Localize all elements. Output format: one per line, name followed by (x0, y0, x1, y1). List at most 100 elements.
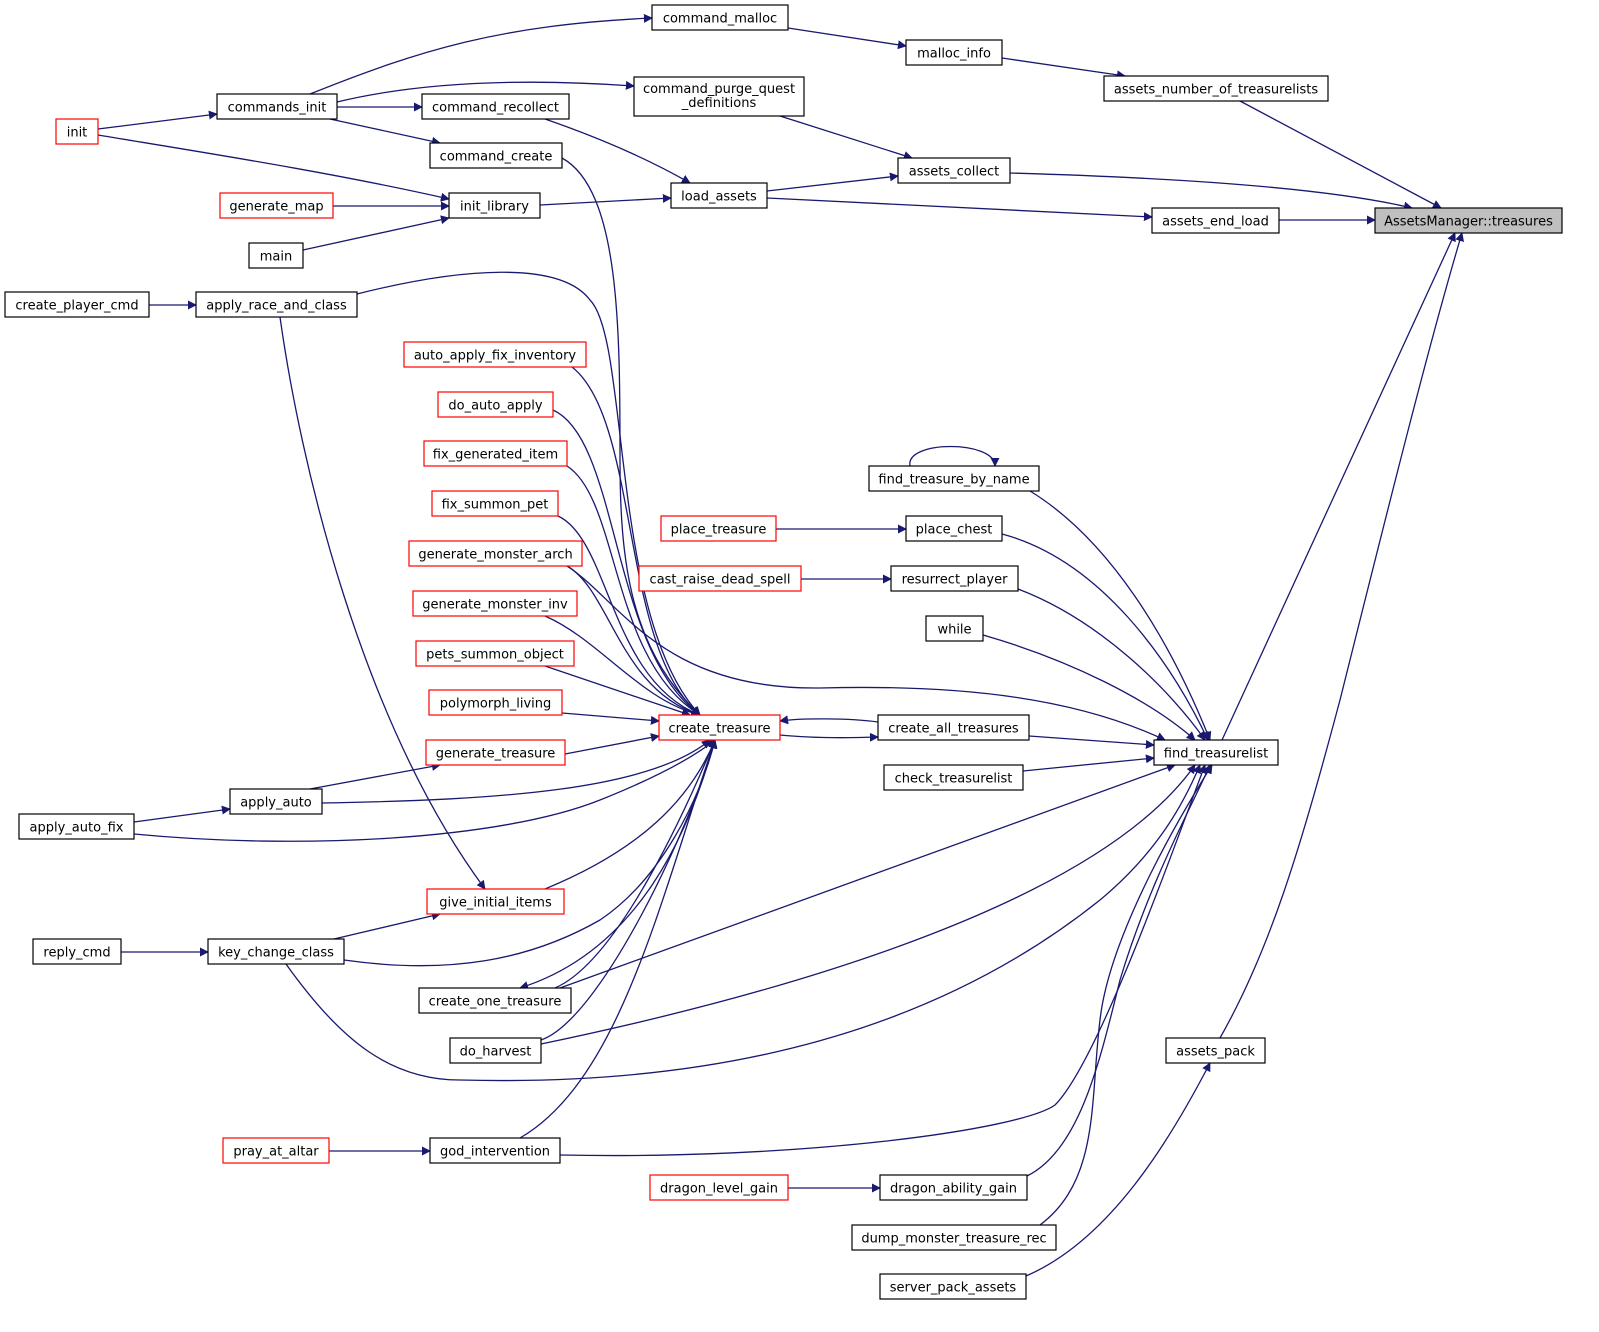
node-label: create_player_cmd (15, 299, 138, 314)
node-while[interactable]: while (925, 615, 984, 642)
node-polymorph-living[interactable]: polymorph_living (428, 689, 563, 716)
node-place-treasure[interactable]: place_treasure (660, 515, 777, 542)
edge-apply_race_and_class-give_initial_items (279, 316, 486, 890)
node-label: assets_number_of_treasurelists (1114, 83, 1318, 98)
edges (97, 13, 1464, 1277)
node-assets-manager-treasures[interactable]: AssetsManager::treasures (1374, 207, 1563, 234)
edge-init-commands_init (97, 110, 218, 130)
node-box (1151, 207, 1280, 234)
node-dragon-level-gain[interactable]: dragon_level_gain (649, 1174, 789, 1201)
node-create-all-treasures[interactable]: create_all_treasures (877, 714, 1030, 741)
node-do-auto-apply[interactable]: do_auto_apply (437, 391, 554, 418)
node-box (195, 291, 358, 318)
node-box (1103, 75, 1329, 102)
node-assets-end-load[interactable]: assets_end_load (1151, 207, 1280, 234)
node-command-malloc[interactable]: command_malloc (651, 4, 789, 31)
node-label: apply_auto (240, 796, 312, 811)
node-main[interactable]: main (248, 242, 304, 269)
node-box (638, 565, 802, 592)
edge-place_chest-find_treasurelist (1001, 533, 1209, 741)
edge-create_all_treasures-find_treasurelist (1028, 735, 1155, 749)
node-command-purge-quest-definitions[interactable]: command_purge_quest_definitions (633, 76, 805, 117)
edge-apply_auto_fix-create_treasure (133, 739, 716, 842)
node-place-chest[interactable]: place_chest (905, 515, 1003, 542)
node-generate-monster-inv[interactable]: generate_monster_inv (412, 590, 578, 617)
node-reply-cmd[interactable]: reply_cmd (32, 938, 122, 965)
node-create-one-treasure[interactable]: create_one_treasure (418, 987, 572, 1014)
node-dump-monster-treasure-rec[interactable]: dump_monster_treasure_rec (851, 1224, 1057, 1251)
node-label: generate_treasure (436, 747, 556, 762)
node-apply-auto[interactable]: apply_auto (229, 788, 323, 815)
node-malloc-info[interactable]: malloc_info (905, 39, 1003, 66)
edge-check_treasurelist-find_treasurelist (1022, 754, 1155, 772)
node-pray-at-altar[interactable]: pray_at_altar (222, 1137, 330, 1164)
node-find-treasurelist[interactable]: find_treasurelist (1153, 739, 1279, 766)
node-box (890, 565, 1019, 592)
node-key-change-class[interactable]: key_change_class (207, 938, 345, 965)
node-generate-treasure[interactable]: generate_treasure (425, 739, 566, 766)
node-label: cast_raise_dead_spell (650, 573, 791, 588)
node-label: create_treasure (669, 722, 771, 737)
edge-fix_summon_pet-create_treasure (557, 515, 701, 717)
node-label: create_one_treasure (429, 995, 562, 1010)
node-create-treasure[interactable]: create_treasure (658, 714, 781, 741)
node-label: assets_pack (1176, 1045, 1255, 1060)
edge-while-find_treasurelist (982, 634, 1196, 741)
node-generate-map[interactable]: generate_map (219, 192, 334, 219)
node-box (1165, 1037, 1266, 1064)
node-init[interactable]: init (55, 118, 99, 145)
node-assets-pack[interactable]: assets_pack (1165, 1037, 1266, 1064)
node-god-intervention[interactable]: god_intervention (429, 1137, 561, 1164)
node-resurrect-player[interactable]: resurrect_player (890, 565, 1019, 592)
node-label: give_initial_items (439, 896, 552, 911)
edge-dump_monster_treasure_rec-find_treasurelist (1039, 764, 1213, 1226)
node-dragon-ability-gain[interactable]: dragon_ability_gain (879, 1174, 1028, 1201)
node-generate-monster-arch[interactable]: generate_monster_arch (408, 540, 583, 567)
node-find-treasure-by-name[interactable]: find_treasure_by_name (868, 465, 1040, 492)
nodes: command_malloc malloc_info assets_number_o… (4, 4, 1563, 1300)
node-label: assets_collect (909, 165, 999, 180)
node-apply-race-and-class[interactable]: apply_race_and_class (195, 291, 358, 318)
node-load-assets[interactable]: load_assets (670, 182, 768, 209)
node-apply-auto-fix[interactable]: apply_auto_fix (18, 813, 135, 840)
node-label: generate_monster_arch (418, 548, 572, 563)
node-auto-apply-fix-inventory[interactable]: auto_apply_fix_inventory (403, 341, 587, 368)
edge-find_treasure_by_name-find_treasurelist (1029, 490, 1212, 741)
node-do-harvest[interactable]: do_harvest (449, 1037, 542, 1064)
node-command-recollect[interactable]: command_recollect (421, 93, 570, 120)
node-assets-number-of-treasurelists[interactable]: assets_number_of_treasurelists (1103, 75, 1329, 102)
edge-generate_treasure-create_treasure (564, 733, 660, 755)
node-command-create[interactable]: command_create (429, 142, 563, 169)
edge-server_pack_assets-assets_pack (1025, 1062, 1211, 1277)
node-box (925, 615, 984, 642)
node-fix-generated-item[interactable]: fix_generated_item (423, 440, 568, 467)
node-box (415, 640, 575, 667)
node-server-pack-assets[interactable]: server_pack_assets (879, 1273, 1027, 1300)
node-label: command_purge_quest (643, 82, 795, 97)
node-cast-raise-dead-spell[interactable]: cast_raise_dead_spell (638, 565, 802, 592)
node-box (670, 182, 768, 209)
node-create-player-cmd[interactable]: create_player_cmd (4, 291, 150, 318)
node-box (423, 440, 568, 467)
node-label: apply_auto_fix (30, 821, 124, 836)
node-box (879, 1273, 1027, 1300)
node-check-treasurelist[interactable]: check_treasurelist (883, 764, 1024, 791)
node-fix-summon-pet[interactable]: fix_summon_pet (431, 490, 559, 517)
edge-init-init_library (97, 134, 450, 202)
node-give-initial-items[interactable]: give_initial_items (426, 888, 565, 915)
node-label: place_treasure (671, 523, 767, 538)
node-box (248, 242, 304, 269)
node-label: generate_map (229, 200, 323, 215)
node-commands-init[interactable]: commands_init (216, 93, 338, 120)
edge-fix_generated_item-create_treasure (566, 465, 701, 716)
node-assets-collect[interactable]: assets_collect (897, 157, 1011, 184)
edge-apply_race_and_class-create_treasure (356, 271, 701, 716)
node-init-library[interactable]: init_library (448, 192, 541, 219)
node-label: apply_race_and_class (206, 299, 347, 314)
edge-resurrect_player-find_treasurelist (1017, 588, 1206, 741)
node-box (207, 938, 345, 965)
node-pets-summon-object[interactable]: pets_summon_object (415, 640, 575, 667)
node-box (897, 157, 1011, 184)
node-box (55, 118, 99, 145)
edge-malloc_info-assets_number_of_treasurelists (1001, 57, 1126, 80)
